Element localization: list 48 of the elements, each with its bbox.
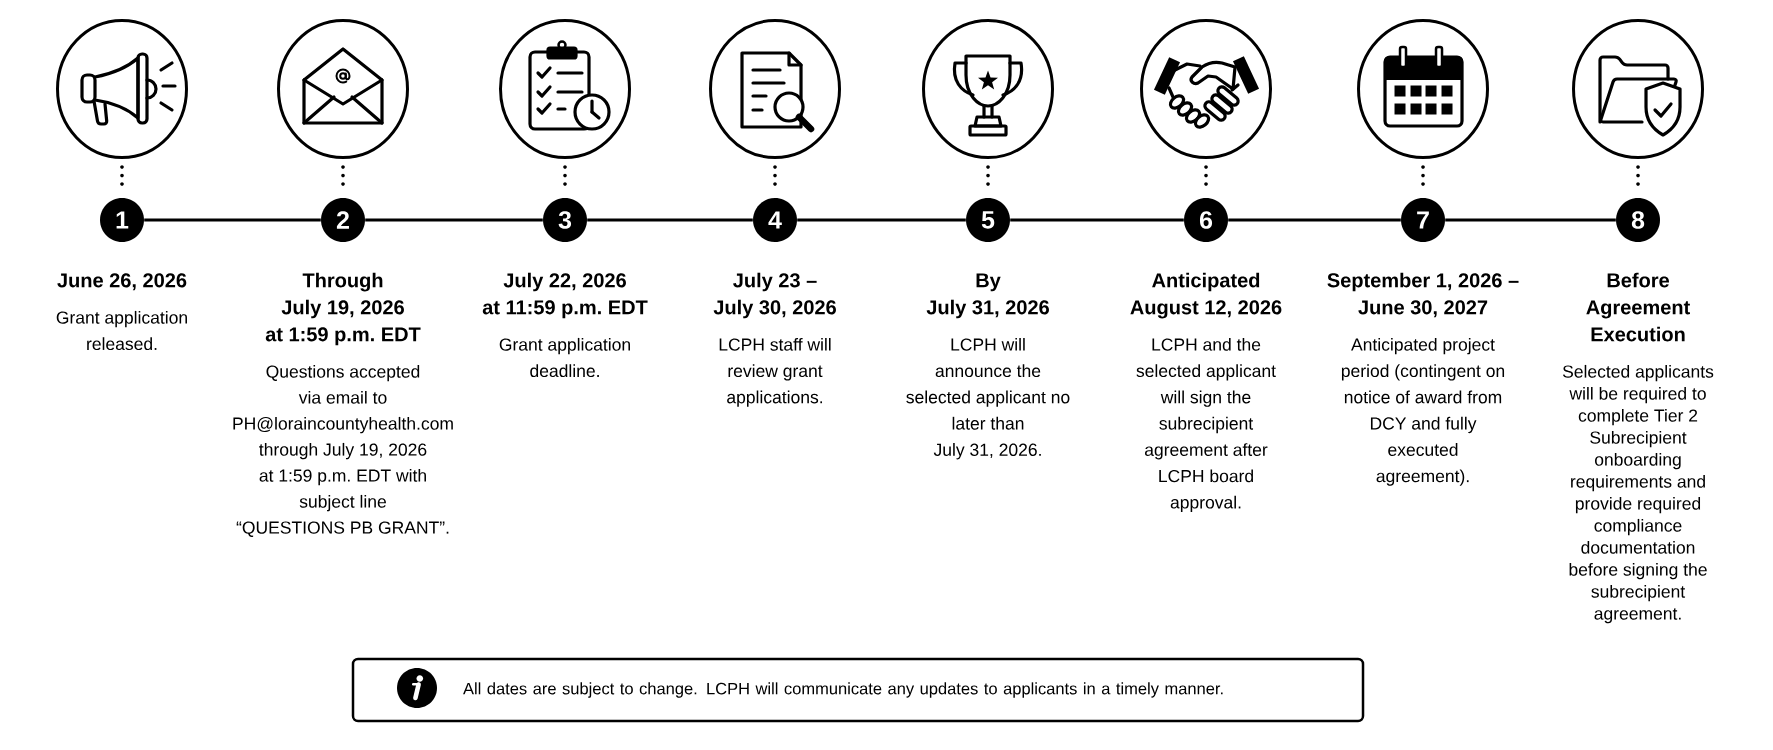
timeline-line [365,218,543,222]
timeline-line [144,218,321,222]
step-description: Questions accepted via email to PH@loraincountyhealth.com through July 19, 2026 at 1:59 p.m. EDT with subject line “QUESTIONS PB GRANT”. [233,364,453,537]
number-badge: 1 [100,198,144,242]
dotted-connector [1636,165,1640,186]
step-description: Grant application deadline. [499,337,630,378]
number-badge: 4 [753,198,797,242]
icon-circle [1357,19,1489,159]
note-box: All dates are subject to change. LCPH will communicate any updates to applicants in a timely manner. [351,657,1365,723]
step-date: Anticipated August 12, 2026 [1130,272,1282,319]
number-badge: 2 [321,198,365,242]
icon-circle [709,19,841,159]
step-date: July 22, 2026 at 11:59 p.m. EDT [482,272,648,319]
step-date: September 1, 2026 – June 30, 2027 [1327,272,1519,318]
dotted-connector [773,165,777,186]
number-badge: 3 [543,198,587,242]
timeline-line [1445,218,1616,222]
dotted-connector [1204,165,1208,186]
step-date: July 23 – July 30, 2026 [713,272,836,319]
number-badge: 8 [1616,198,1660,242]
icon-circle [1140,19,1272,159]
number-badge: 5 [966,198,1010,242]
step-description: LCPH will announce the selected applicant no later than July 31, 2026. [906,337,1070,460]
dotted-connector [1421,165,1425,186]
icon-circle [922,19,1054,159]
step-description: Grant application released. [56,310,187,351]
dotted-connector [563,165,567,186]
step-description: LCPH staff will review grant applications. [719,337,831,407]
dotted-connector [341,165,345,186]
icon-circle [56,19,188,159]
step-description: Anticipated project period (contingent on notice of award from DCY and fully executed agreement). [1341,337,1505,486]
step-date: By July 31, 2026 [926,273,1049,319]
icon-circle [277,19,409,159]
timeline-line [1010,218,1184,222]
icon-circle [499,19,631,159]
timeline-line [797,218,966,222]
number-badge: 7 [1401,198,1445,242]
dotted-connector [120,165,124,186]
timeline-line [587,218,753,222]
timeline-line [1228,218,1401,222]
step-date: Through July 19, 2026 at 1:59 p.m. EDT [265,272,421,346]
number-badge: 6 [1184,198,1228,242]
icon-circle [1572,19,1704,159]
dotted-connector [986,165,990,186]
step-date: June 26, 2026 [57,273,187,291]
step-date: Before Agreement Execution [1586,272,1690,342]
step-description: LCPH and the selected applicant will sign the subrecipient agreement after LCPH board approval. [1136,337,1276,513]
step-description: Selected applicants will be required to complete Tier 2 Subrecipient onboarding requirements and provide required compliance documentation before signing the subrecipient agreement. [1562,364,1714,624]
